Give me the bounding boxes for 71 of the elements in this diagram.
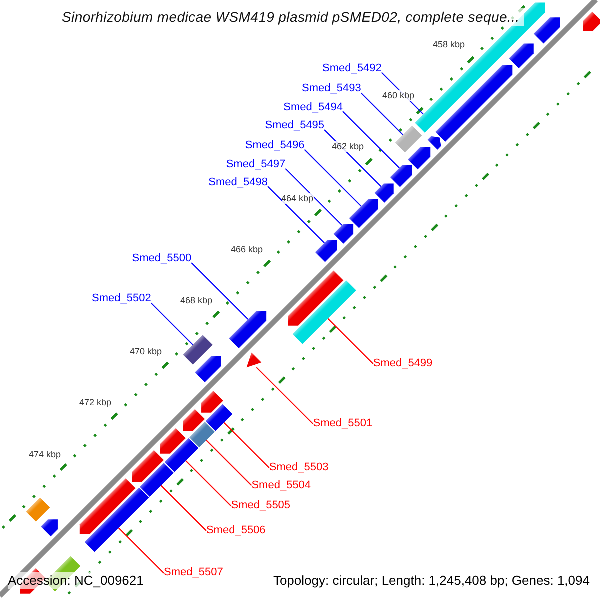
gene-feature bbox=[132, 450, 164, 482]
gene-block bbox=[395, 126, 422, 153]
gene-feature bbox=[315, 240, 338, 262]
gene-label: Smed_5493 bbox=[302, 82, 362, 96]
gene-feature bbox=[160, 428, 186, 454]
leader-line bbox=[256, 367, 314, 425]
gene-feature bbox=[583, 12, 600, 32]
gene-feature bbox=[41, 520, 58, 537]
gene-feature bbox=[374, 184, 394, 203]
leader-line bbox=[150, 302, 194, 346]
gene-feature bbox=[288, 270, 344, 326]
scale-label: 458 kbp bbox=[433, 40, 466, 50]
leader-line bbox=[224, 422, 270, 468]
gene-label: Smed_5498 bbox=[208, 176, 268, 190]
gene-block bbox=[190, 422, 215, 448]
gene-feature bbox=[428, 136, 442, 150]
gene-label: Smed_5503 bbox=[269, 462, 329, 474]
scale-label: 464 kbp bbox=[282, 193, 314, 204]
title: Sinorhizobium medicae WSM419 plasmid pSMED02, complete seque... bbox=[60, 8, 524, 26]
leader-line bbox=[206, 440, 252, 486]
gene-feature bbox=[202, 390, 224, 413]
scale-label: 472 kbp bbox=[80, 398, 112, 409]
gene-feature bbox=[195, 356, 222, 382]
scale-label: 466 kbp bbox=[231, 244, 264, 256]
gene-feature bbox=[509, 44, 534, 68]
gene-block bbox=[84, 488, 150, 552]
leader-line bbox=[160, 485, 207, 532]
gene-label: Smed_5502 bbox=[92, 292, 152, 306]
gene-block bbox=[140, 463, 174, 497]
gene-label: Smed_5507 bbox=[164, 566, 224, 580]
scale-label: 460 kbp bbox=[382, 90, 415, 102]
leader-line bbox=[328, 318, 374, 364]
gene-label: Smed_5495 bbox=[265, 120, 325, 133]
scale-label: 470 kbp bbox=[130, 346, 162, 358]
gene-label: Smed_5501 bbox=[313, 418, 373, 431]
scale-label: 468 kbp bbox=[180, 296, 213, 306]
gene-label: Smed_5492 bbox=[322, 62, 382, 76]
gene-block bbox=[164, 438, 199, 472]
gene-label: Smed_5494 bbox=[284, 101, 343, 114]
scale-label: 462 kbp bbox=[332, 142, 364, 153]
gene-feature bbox=[390, 165, 412, 188]
gene-label: Smed_5496 bbox=[245, 139, 305, 152]
gene-feature bbox=[408, 146, 431, 170]
gene-feature bbox=[436, 64, 513, 142]
leader-line bbox=[342, 111, 400, 169]
leader-line bbox=[186, 460, 232, 507]
gene-feature bbox=[334, 224, 354, 244]
gene-block bbox=[292, 280, 356, 344]
gene-label: Smed_5497 bbox=[226, 158, 286, 172]
leader-line bbox=[285, 168, 343, 226]
accession-text: Accession: NC_009621 bbox=[8, 572, 144, 589]
gene-block bbox=[26, 498, 50, 522]
gene-feature bbox=[534, 18, 560, 44]
leader-line bbox=[304, 149, 362, 207]
gene-label: Smed_5500 bbox=[132, 252, 192, 266]
gene-block bbox=[183, 335, 213, 365]
gene-label: Smed_5506 bbox=[206, 524, 266, 538]
leader-line bbox=[360, 92, 404, 136]
gene-label: Smed_5504 bbox=[252, 479, 312, 492]
leader-line bbox=[118, 528, 164, 574]
gene-feature bbox=[80, 478, 136, 534]
gene-marker bbox=[246, 352, 262, 368]
scale-label: 474 kbp bbox=[29, 449, 62, 460]
gene-feature bbox=[183, 409, 206, 432]
gene-feature bbox=[229, 311, 267, 349]
leader-line bbox=[191, 262, 249, 320]
gene-label: Smed_5505 bbox=[231, 500, 291, 513]
gene-feature bbox=[349, 199, 378, 228]
gene-block bbox=[206, 404, 233, 432]
leader-line bbox=[268, 186, 325, 244]
gene-label: Smed_5499 bbox=[373, 358, 433, 371]
